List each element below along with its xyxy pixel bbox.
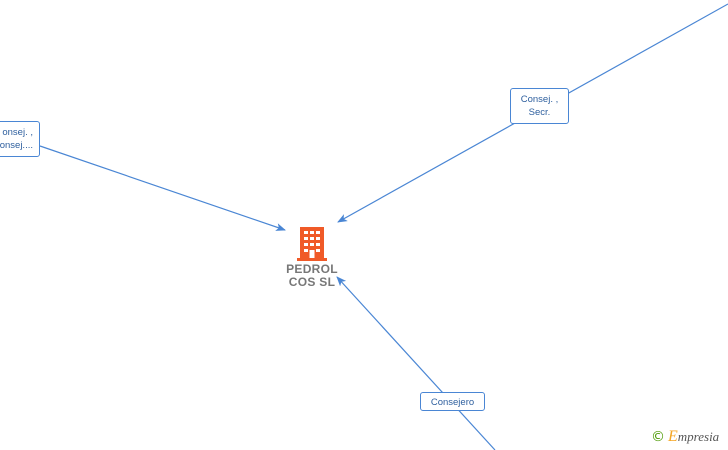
edge-label-top-line-1: Consej. , <box>520 94 559 105</box>
edge-label-bottom-line-1: Consejero <box>430 397 475 408</box>
edge-label-left[interactable]: onsej. , onsej.... <box>0 121 40 157</box>
brand-name: mpresia <box>677 429 720 444</box>
edge-label-top[interactable]: Consej. , Secr. <box>510 88 569 124</box>
company-name: PEDROL COS SL <box>286 262 338 289</box>
building-icon <box>297 227 327 261</box>
edge-label-left-line-1: onsej. , <box>2 127 33 138</box>
copyright-icon: © <box>651 429 665 445</box>
edge-label-top-line-2: Secr. <box>528 107 551 118</box>
edge-label-left-line-2: onsej.... <box>0 140 33 151</box>
brand-footer: © E mpresia <box>651 428 719 446</box>
edge-line-bottom[interactable] <box>336 276 496 450</box>
company-node[interactable]: PEDROL COS SL <box>272 225 352 289</box>
edge-line-left[interactable] <box>39 145 286 231</box>
edge-label-bottom[interactable]: Consejero <box>420 392 485 411</box>
brand-initial: E <box>668 428 678 445</box>
